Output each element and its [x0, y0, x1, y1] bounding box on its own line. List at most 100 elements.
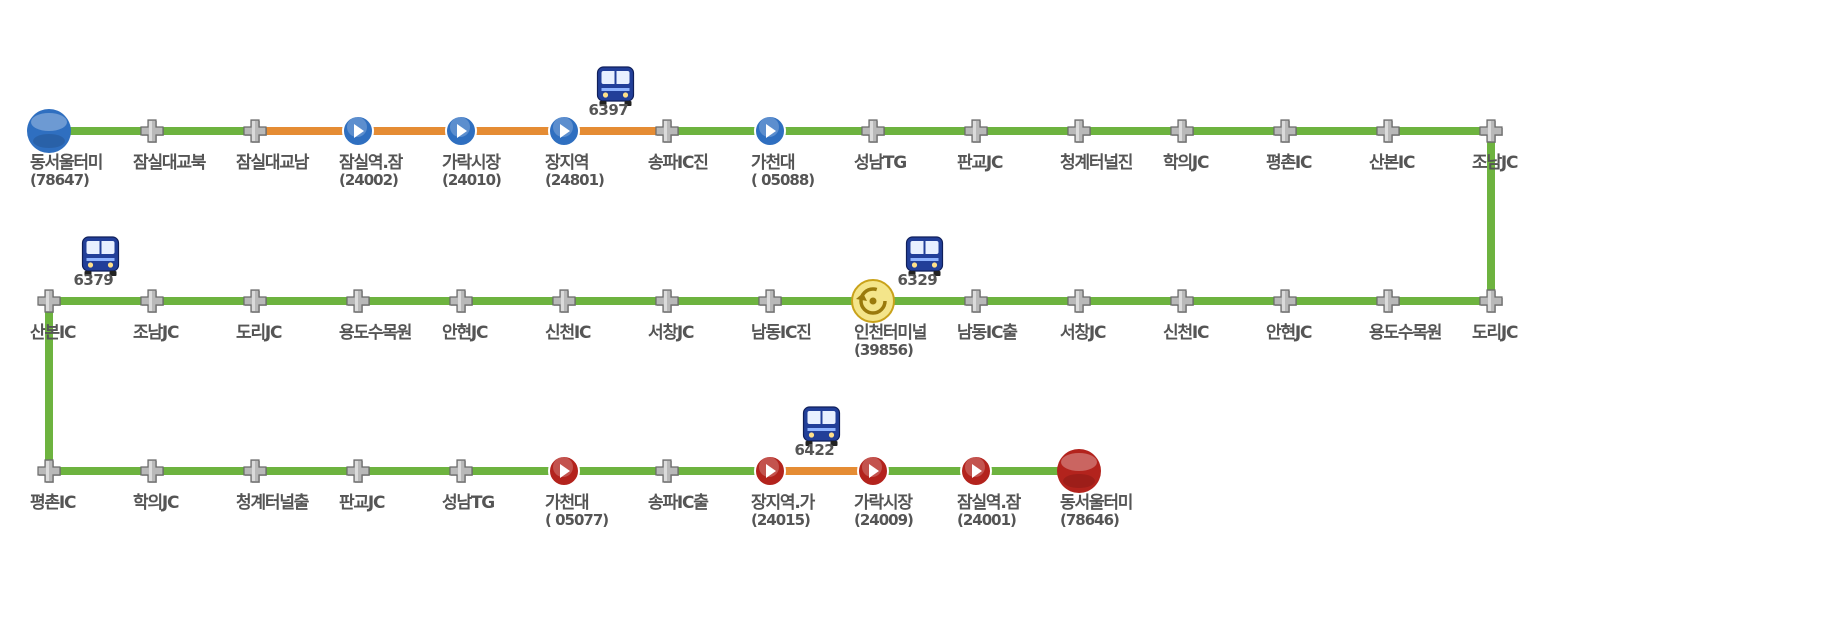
station-name: 가락시장: [442, 153, 501, 173]
station-label[interactable]: 잠실역.잠(24001): [957, 495, 1021, 529]
station-label[interactable]: 성남TG: [854, 155, 907, 172]
terminal-red-icon: [1057, 449, 1101, 493]
station-label[interactable]: 도리JC: [236, 323, 282, 343]
station-label[interactable]: 안현JC: [1266, 323, 1312, 343]
bus-icon: [905, 236, 944, 276]
station-name: 남동IC진: [751, 323, 812, 343]
station-label[interactable]: 신천IC: [545, 323, 591, 343]
bus-icon: [81, 236, 120, 276]
junction-node-icon: [243, 119, 267, 143]
station-label[interactable]: 청계터널진: [1060, 153, 1133, 173]
station-label[interactable]: 인천터미널(39856): [854, 325, 927, 359]
station-name: 청계터널진: [1060, 153, 1133, 173]
stop-blue-icon: [548, 115, 580, 147]
station-name: 가락시장: [854, 493, 913, 513]
junction-node-icon: [243, 289, 267, 313]
junction-node-icon: [552, 289, 576, 313]
station-label[interactable]: 성남TG: [442, 493, 495, 513]
station-label[interactable]: 산본IC: [30, 325, 76, 342]
station-label[interactable]: 가천대( 05077): [545, 495, 609, 529]
station-name: 장지역: [545, 153, 590, 173]
station-name: 성남TG: [442, 493, 495, 513]
station-code: (24001): [957, 511, 1017, 529]
station-label[interactable]: 가락시장(24009): [854, 493, 914, 529]
bus-number[interactable]: 6422: [794, 441, 835, 459]
station-name: 평촌IC: [1266, 153, 1312, 173]
terminal-blue-icon: [27, 109, 71, 153]
station-label[interactable]: 학의JC: [1163, 153, 1209, 173]
junction-node-icon: [37, 459, 61, 483]
junction-node-icon: [1376, 119, 1400, 143]
station-code: ( 05077): [545, 511, 609, 529]
station-label[interactable]: 도리JC: [1472, 323, 1518, 343]
junction-node-icon: [1170, 289, 1194, 313]
station-code: ( 05088): [751, 171, 815, 189]
station-label[interactable]: 용도수목원: [339, 323, 412, 343]
stop-red-icon: [857, 455, 889, 487]
station-label[interactable]: 장지역(24801): [545, 153, 605, 189]
station-label[interactable]: 남동IC출: [957, 323, 1018, 343]
station-label[interactable]: 가락시장(24010): [442, 153, 502, 189]
station-label[interactable]: 안현JC: [442, 325, 488, 342]
station-label[interactable]: 신천IC: [1163, 325, 1209, 342]
station-label[interactable]: 동서울터미(78647): [30, 155, 103, 189]
station-code: (24010): [442, 171, 502, 189]
station-label[interactable]: 가천대( 05088): [751, 155, 815, 189]
station-label[interactable]: 용도수목원: [1369, 323, 1442, 343]
station-label[interactable]: 송파IC출: [648, 493, 709, 513]
station-label[interactable]: 평촌IC: [1266, 153, 1312, 173]
station-name: 안현JC: [1266, 323, 1312, 343]
junction-node-icon: [140, 119, 164, 143]
station-label[interactable]: 산본IC: [1369, 155, 1415, 172]
station-name: 도리JC: [1472, 323, 1518, 343]
station-name: 동서울터미: [1060, 493, 1133, 513]
station-label[interactable]: 조남JC: [133, 325, 179, 342]
station-label[interactable]: 동서울터미(78646): [1060, 493, 1133, 529]
station-code: (39856): [854, 341, 914, 359]
station-name: 조남JC: [1472, 153, 1518, 173]
junction-node-icon: [758, 289, 782, 313]
station-label[interactable]: 청계터널출: [236, 493, 309, 513]
bus-number[interactable]: 6329: [897, 271, 938, 289]
station-label[interactable]: 남동IC진: [751, 323, 812, 343]
station-label[interactable]: 조남JC: [1472, 153, 1518, 173]
station-name: 송파IC출: [648, 493, 709, 513]
station-label[interactable]: 잠실대교남: [236, 155, 309, 172]
station-name: 잠실역.잠: [339, 153, 403, 173]
junction-node-icon: [346, 289, 370, 313]
station-name: 신천IC: [545, 323, 591, 343]
junction-node-icon: [1479, 289, 1503, 313]
station-label[interactable]: 평촌IC: [30, 495, 76, 512]
junction-node-icon: [1273, 119, 1297, 143]
station-label[interactable]: 송파IC진: [648, 155, 709, 172]
station-name: 학의JC: [1163, 153, 1209, 173]
bus-number[interactable]: 6397: [588, 101, 629, 119]
station-code: (24801): [545, 171, 605, 189]
junction-node-icon: [861, 119, 885, 143]
station-label[interactable]: 잠실대교북: [133, 153, 206, 173]
station-name: 학의JC: [133, 493, 179, 513]
station-name: 청계터널출: [236, 493, 309, 513]
station-label[interactable]: 잠실역.잠(24002): [339, 153, 403, 189]
station-label[interactable]: 서창JC: [1060, 325, 1106, 342]
junction-node-icon: [449, 289, 473, 313]
bus-icon: [802, 406, 841, 446]
station-label[interactable]: 장지역.가(24015): [751, 495, 815, 529]
station-name: 잠실대교북: [133, 153, 206, 173]
station-label[interactable]: 학의JC: [133, 493, 179, 513]
station-code: (24002): [339, 171, 399, 189]
station-name: 용도수목원: [339, 323, 412, 343]
station-name: 남동IC출: [957, 323, 1018, 343]
station-name: 판교JC: [339, 493, 385, 513]
junction-node-icon: [140, 289, 164, 313]
station-name: 도리JC: [236, 323, 282, 343]
station-label[interactable]: 판교JC: [339, 493, 385, 513]
station-label[interactable]: 서창JC: [648, 325, 694, 342]
junction-node-icon: [964, 289, 988, 313]
bus-number[interactable]: 6379: [73, 271, 114, 289]
station-code: (78646): [1060, 511, 1120, 529]
station-name: 용도수목원: [1369, 323, 1442, 343]
junction-node-icon: [1479, 119, 1503, 143]
station-label[interactable]: 판교JC: [957, 155, 1003, 172]
